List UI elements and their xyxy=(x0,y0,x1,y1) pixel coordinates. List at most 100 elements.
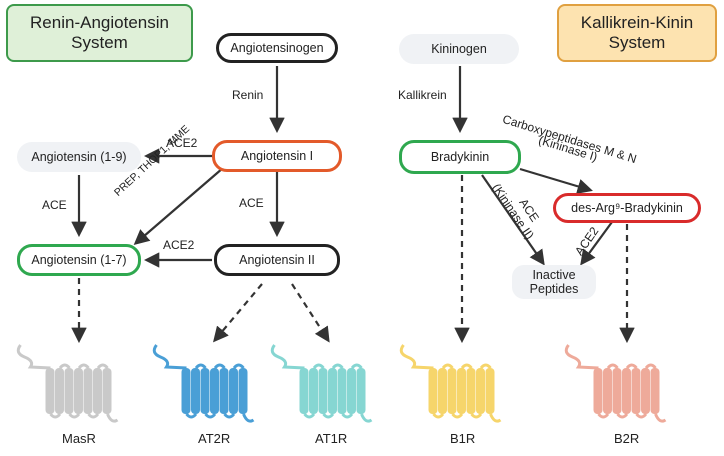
masr-helix xyxy=(55,368,64,414)
label-ace2-top: ACE2 xyxy=(166,136,198,150)
masr-loop xyxy=(68,413,81,419)
kininogen-label: Kininogen xyxy=(431,42,487,56)
at1r-helix xyxy=(347,368,356,414)
at1r-loop xyxy=(322,413,335,419)
angiotensinogen-label: Angiotensinogen xyxy=(230,41,324,55)
b1r-helix xyxy=(438,368,447,414)
kks-title-text: Kallikrein-Kinin System xyxy=(580,13,694,52)
b2r-helix xyxy=(641,368,650,414)
b2r-loop xyxy=(635,413,648,419)
arrow-ace-kininase xyxy=(481,174,545,266)
node-des-arg-bradykinin: des-Arg⁹-Bradykinin xyxy=(553,193,701,223)
angiotensin-i-label: Angiotensin I xyxy=(240,149,314,163)
des-arg-bradykinin-label: des-Arg⁹-Bradykinin xyxy=(571,201,683,215)
b2r-helix xyxy=(593,368,603,414)
b2r-loop xyxy=(597,413,610,419)
at1r-helix xyxy=(299,368,309,414)
at2r-helix xyxy=(191,368,200,414)
kks-title: Kallikrein-Kinin System xyxy=(557,4,717,62)
b1r-loop xyxy=(460,363,473,369)
node-inactive-peptides: Inactive Peptides xyxy=(512,265,596,299)
label-ace-left: ACE xyxy=(42,198,67,212)
at2r-loop xyxy=(213,363,226,369)
masr-loop xyxy=(96,363,109,369)
b2r-loop xyxy=(644,363,657,369)
masr-helix xyxy=(45,368,55,414)
b2r-receptor-icon xyxy=(564,344,667,423)
label-ace-center: ACE xyxy=(239,196,264,210)
b2r-helix xyxy=(603,368,612,414)
b1r-receptor-icon xyxy=(399,344,502,423)
label-at1r: AT1R xyxy=(315,431,348,446)
at2r-loop xyxy=(232,363,245,369)
at1r-loop xyxy=(312,363,325,369)
at1r-helix xyxy=(337,368,347,414)
label-kallikrein: Kallikrein xyxy=(398,88,447,102)
arrow-to-at1r xyxy=(291,283,330,343)
node-angiotensin-ii: Angiotensin II xyxy=(214,244,340,276)
at2r-helix xyxy=(181,368,191,414)
at2r-loop xyxy=(204,413,217,419)
inactive-peptides-label: Inactive Peptides xyxy=(529,268,579,296)
masr-loop xyxy=(58,363,71,369)
ras-title-text: Renin-Angiotensin System xyxy=(30,13,169,52)
at2r-helix xyxy=(200,368,210,414)
b1r-helix xyxy=(457,368,466,414)
masr-helix xyxy=(64,368,74,414)
at1r-loop xyxy=(341,413,354,419)
at1r-receptor-icon xyxy=(270,344,373,423)
masr-receptor-icon xyxy=(16,344,119,423)
node-angiotensin-1-9: Angiotensin (1-9) xyxy=(17,142,141,172)
b1r-loop xyxy=(470,413,483,419)
arrow-carboxy xyxy=(519,167,593,194)
at2r-loop xyxy=(223,413,236,419)
angiotensin-1-9-label: Angiotensin (1-9) xyxy=(31,150,127,164)
arrow-to-at2r xyxy=(213,283,263,343)
masr-loop xyxy=(87,413,100,419)
masr-helix xyxy=(83,368,93,414)
label-b1r: B1R xyxy=(450,431,476,446)
node-angiotensin-1-7: Angiotensin (1-7) xyxy=(17,244,141,276)
at1r-loop xyxy=(350,363,363,369)
b1r-helix xyxy=(447,368,457,414)
label-at2r: AT2R xyxy=(198,431,231,446)
label-masr: MasR xyxy=(62,431,96,446)
at2r-receptor-icon xyxy=(152,344,255,423)
b2r-helix xyxy=(622,368,631,414)
masr-helix xyxy=(102,368,112,414)
bradykinin-label: Bradykinin xyxy=(430,150,490,164)
label-b2r: B2R xyxy=(614,431,640,446)
angiotensin-1-7-label: Angiotensin (1-7) xyxy=(31,253,127,267)
at1r-loop xyxy=(303,413,316,419)
at1r-loop xyxy=(331,363,344,369)
at2r-helix xyxy=(219,368,229,414)
b2r-helix xyxy=(631,368,641,414)
at1r-helix xyxy=(328,368,337,414)
node-angiotensin-i: Angiotensin I xyxy=(212,140,342,172)
arrow-ace2-right xyxy=(580,221,613,266)
b1r-loop xyxy=(451,413,464,419)
node-bradykinin: Bradykinin xyxy=(399,140,521,174)
at2r-loop xyxy=(185,413,198,419)
b1r-helix xyxy=(476,368,485,414)
angiotensin-ii-label: Angiotensin II xyxy=(239,253,315,267)
b1r-loop xyxy=(432,413,445,419)
b1r-helix xyxy=(485,368,495,414)
at1r-helix xyxy=(356,368,366,414)
b1r-loop xyxy=(441,363,454,369)
b2r-helix xyxy=(612,368,622,414)
at1r-helix xyxy=(309,368,318,414)
b2r-loop xyxy=(616,413,629,419)
b1r-helix xyxy=(428,368,438,414)
masr-loop xyxy=(77,363,90,369)
node-kininogen: Kininogen xyxy=(399,34,519,64)
ras-title: Renin-Angiotensin System xyxy=(6,4,193,62)
masr-helix xyxy=(93,368,102,414)
arrow-prep xyxy=(133,167,224,246)
node-angiotensinogen: Angiotensinogen xyxy=(216,33,338,63)
b1r-helix xyxy=(466,368,476,414)
label-renin: Renin xyxy=(232,88,264,102)
b2r-helix xyxy=(650,368,660,414)
at2r-helix xyxy=(229,368,238,414)
